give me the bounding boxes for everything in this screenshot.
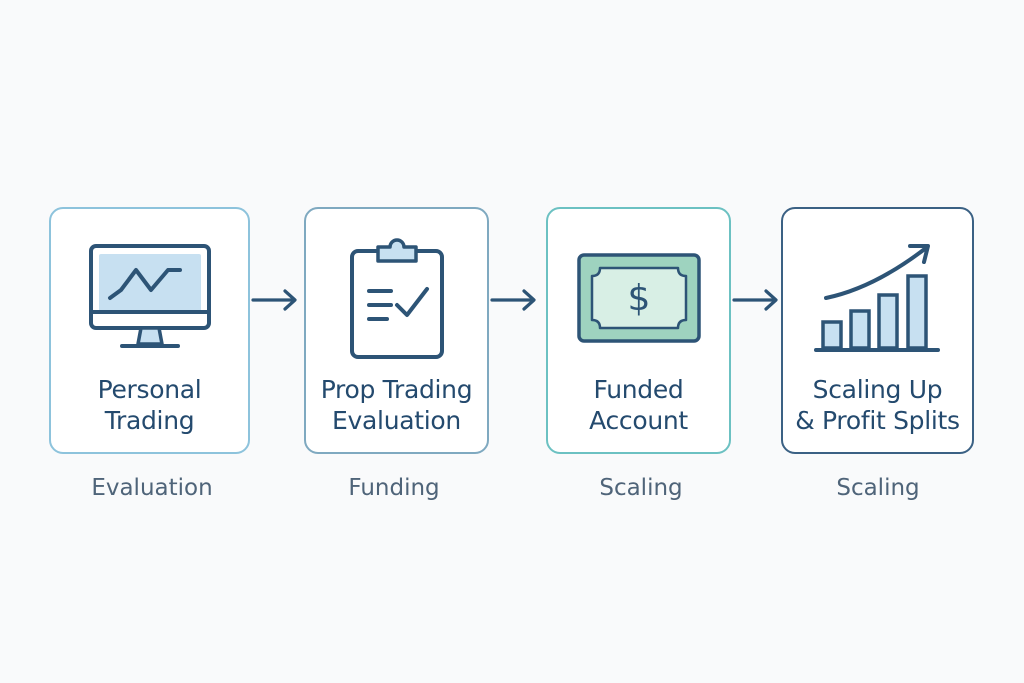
clipboard-check-icon	[306, 235, 487, 361]
stage-title: Funded Account	[552, 374, 725, 436]
stage-card-funded-account: $ Funded Account	[546, 207, 731, 454]
stage-card-scaling-profit-splits: Scaling Up & Profit Splits	[781, 207, 974, 454]
stage-title: Personal Trading	[55, 374, 244, 436]
arrow-right-icon	[732, 289, 778, 311]
svg-text:$: $	[627, 278, 650, 319]
growth-bar-chart-icon	[783, 235, 972, 361]
stage-label-scaling: Scaling	[599, 475, 683, 501]
stage-card-personal-trading: Personal Trading	[49, 207, 250, 454]
stage-title-line: Prop Trading	[320, 375, 473, 404]
stage-title: Scaling Up & Profit Splits	[787, 374, 968, 436]
monitor-chart-icon	[51, 235, 248, 361]
stage-label-scaling: Scaling	[836, 475, 920, 501]
stage-title-line: Personal	[97, 375, 202, 404]
dollar-bill-icon: $	[548, 235, 729, 361]
stage-title-line: Funded	[593, 375, 684, 404]
stage-label-evaluation: Evaluation	[91, 475, 213, 501]
stage-label-funding: Funding	[348, 475, 440, 501]
arrow-right-icon	[251, 289, 297, 311]
stage-title-line: Evaluation	[332, 406, 461, 435]
stage-title: Prop Trading Evaluation	[310, 374, 483, 436]
arrow-right-icon	[490, 289, 536, 311]
stage-title-line: Trading	[104, 406, 195, 435]
stage-card-prop-trading-evaluation: Prop Trading Evaluation	[304, 207, 489, 454]
stage-title-line: Scaling Up	[812, 375, 943, 404]
stage-title-line: Account	[589, 406, 688, 435]
stage-title-line: & Profit Splits	[795, 406, 960, 435]
